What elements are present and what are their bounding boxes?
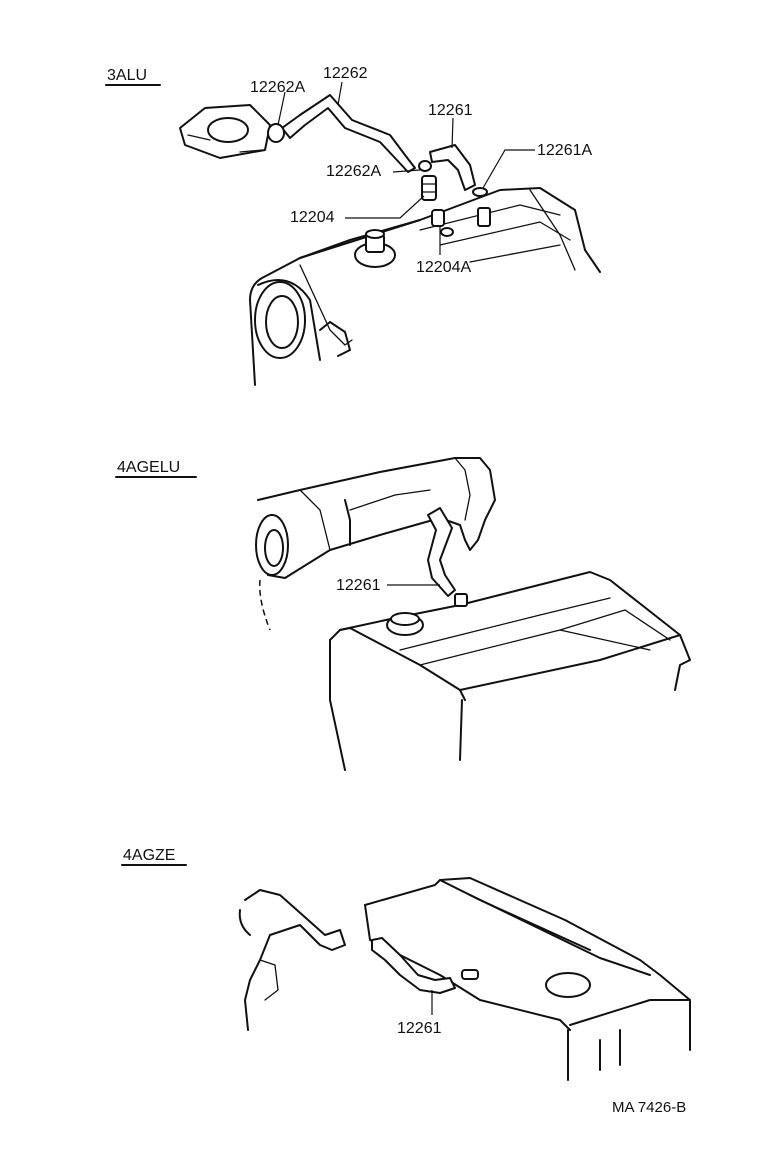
callout-12204: 12204 bbox=[290, 209, 335, 226]
pcv-hose-12262 bbox=[281, 94, 416, 173]
engine-3alu-illustration bbox=[179, 104, 601, 386]
hose-clamp-12262a-middle bbox=[418, 160, 432, 172]
callout-12261-4agze: 12261 bbox=[397, 1020, 442, 1037]
section-4agelu: 4AGELU bbox=[115, 457, 691, 771]
callout-12204a: 12204A bbox=[416, 259, 471, 276]
hose-clamp-12261a bbox=[472, 187, 488, 197]
engine-4agelu-illustration bbox=[255, 457, 691, 771]
pcv-valve-12204 bbox=[421, 175, 437, 201]
hose-clamp-12262a-left bbox=[267, 123, 285, 143]
callout-12261a: 12261A bbox=[537, 142, 592, 159]
pcv-hose-12261-4agelu bbox=[427, 507, 456, 597]
callout-12262: 12262 bbox=[323, 65, 368, 82]
section-title-4agze: 4AGZE bbox=[123, 847, 175, 864]
engine-4agze-illustration bbox=[238, 877, 691, 1081]
section-4agze: 4AGZE 12261 bbox=[121, 847, 691, 1081]
callout-12262a-2: 12262A bbox=[326, 163, 381, 180]
pcv-hose-12261-4agze bbox=[371, 937, 456, 994]
callout-12262a: 12262A bbox=[250, 79, 305, 96]
section-title-4agelu: 4AGELU bbox=[117, 459, 180, 476]
grommet-12204a bbox=[431, 209, 445, 227]
drawing-code: MA 7426-B bbox=[612, 1099, 686, 1116]
section-3alu: 3ALU bbox=[105, 65, 601, 386]
section-title-3alu: 3ALU bbox=[107, 67, 147, 84]
callout-12261-4agelu: 12261 bbox=[336, 577, 381, 594]
callout-12261: 12261 bbox=[428, 102, 473, 119]
pcv-hose-12261 bbox=[429, 144, 476, 191]
